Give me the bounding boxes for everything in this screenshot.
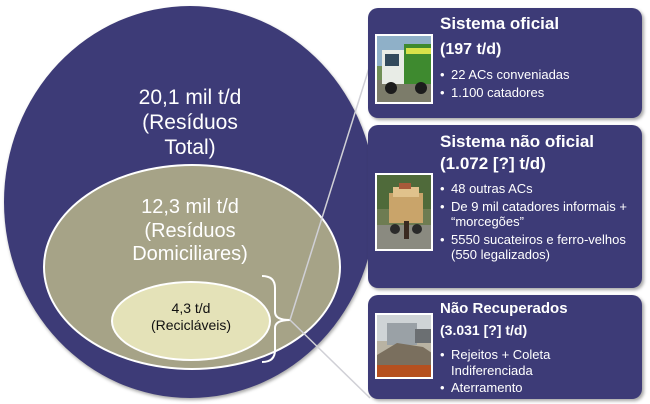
recyclables-label: 4,3 t/d (Recicláveis) [120, 300, 262, 333]
household-waste-label: 12,3 mil t/d (Resíduos Domiciliares) [100, 196, 280, 267]
garbage-truck-image [375, 34, 433, 104]
unofficial-system-amount: (1.072 [?] t/d) [440, 154, 546, 173]
list-item: 1.100 catadores [440, 85, 570, 101]
cart-collector-image [375, 173, 433, 251]
total-waste-value: 20,1 mil t/d [138, 86, 242, 109]
list-item: Rejeitos + Coleta Indiferenciada [440, 347, 590, 378]
household-waste-caption: (Resíduos Domiciliares) [132, 219, 248, 266]
list-item: 5550 sucateiros e ferro-velhos (550 lega… [440, 232, 630, 263]
connector-line-top [289, 64, 371, 321]
not-recovered-list: Rejeitos + Coleta Indiferenciada Aterram… [440, 347, 590, 396]
not-recovered-title: Não Recuperados [440, 300, 568, 317]
recyclables-caption: (Recicláveis) [150, 316, 232, 333]
unofficial-system-box: Sistema não oficial (1.072 [?] t/d) 48 o… [368, 125, 642, 288]
official-system-list: 22 ACs conveniadas 1.100 catadores [440, 67, 570, 100]
recyclables-value: 4,3 t/d [171, 300, 211, 316]
total-waste-caption: (Resíduos Total) [142, 110, 238, 159]
list-item: De 9 mil catadores informais + “morcegõe… [440, 199, 630, 230]
list-item: 48 outras ACs [440, 181, 630, 197]
not-recovered-amount: (3.031 [?] t/d) [440, 322, 528, 338]
official-system-box: Sistema oficial (197 t/d) 22 ACs conveni… [368, 8, 642, 118]
list-item: 22 ACs conveniadas [440, 67, 570, 83]
landfill-truck-image [375, 313, 433, 379]
official-system-title: Sistema oficial [440, 14, 560, 33]
total-waste-label: 20,1 mil t/d (Resíduos Total) [100, 86, 280, 160]
bracket [261, 275, 291, 363]
connector-line-bottom [289, 319, 371, 399]
not-recovered-box: Não Recuperados (3.031 [?] t/d) Rejeitos… [368, 295, 642, 399]
recyclables-ellipse [111, 281, 271, 361]
unofficial-system-list: 48 outras ACs De 9 mil catadores informa… [440, 181, 630, 263]
unofficial-system-title: Sistema não oficial [440, 132, 594, 151]
official-system-amount: (197 t/d) [440, 41, 502, 58]
list-item: Aterramento [440, 380, 590, 396]
household-waste-value: 12,3 mil t/d [141, 196, 239, 218]
